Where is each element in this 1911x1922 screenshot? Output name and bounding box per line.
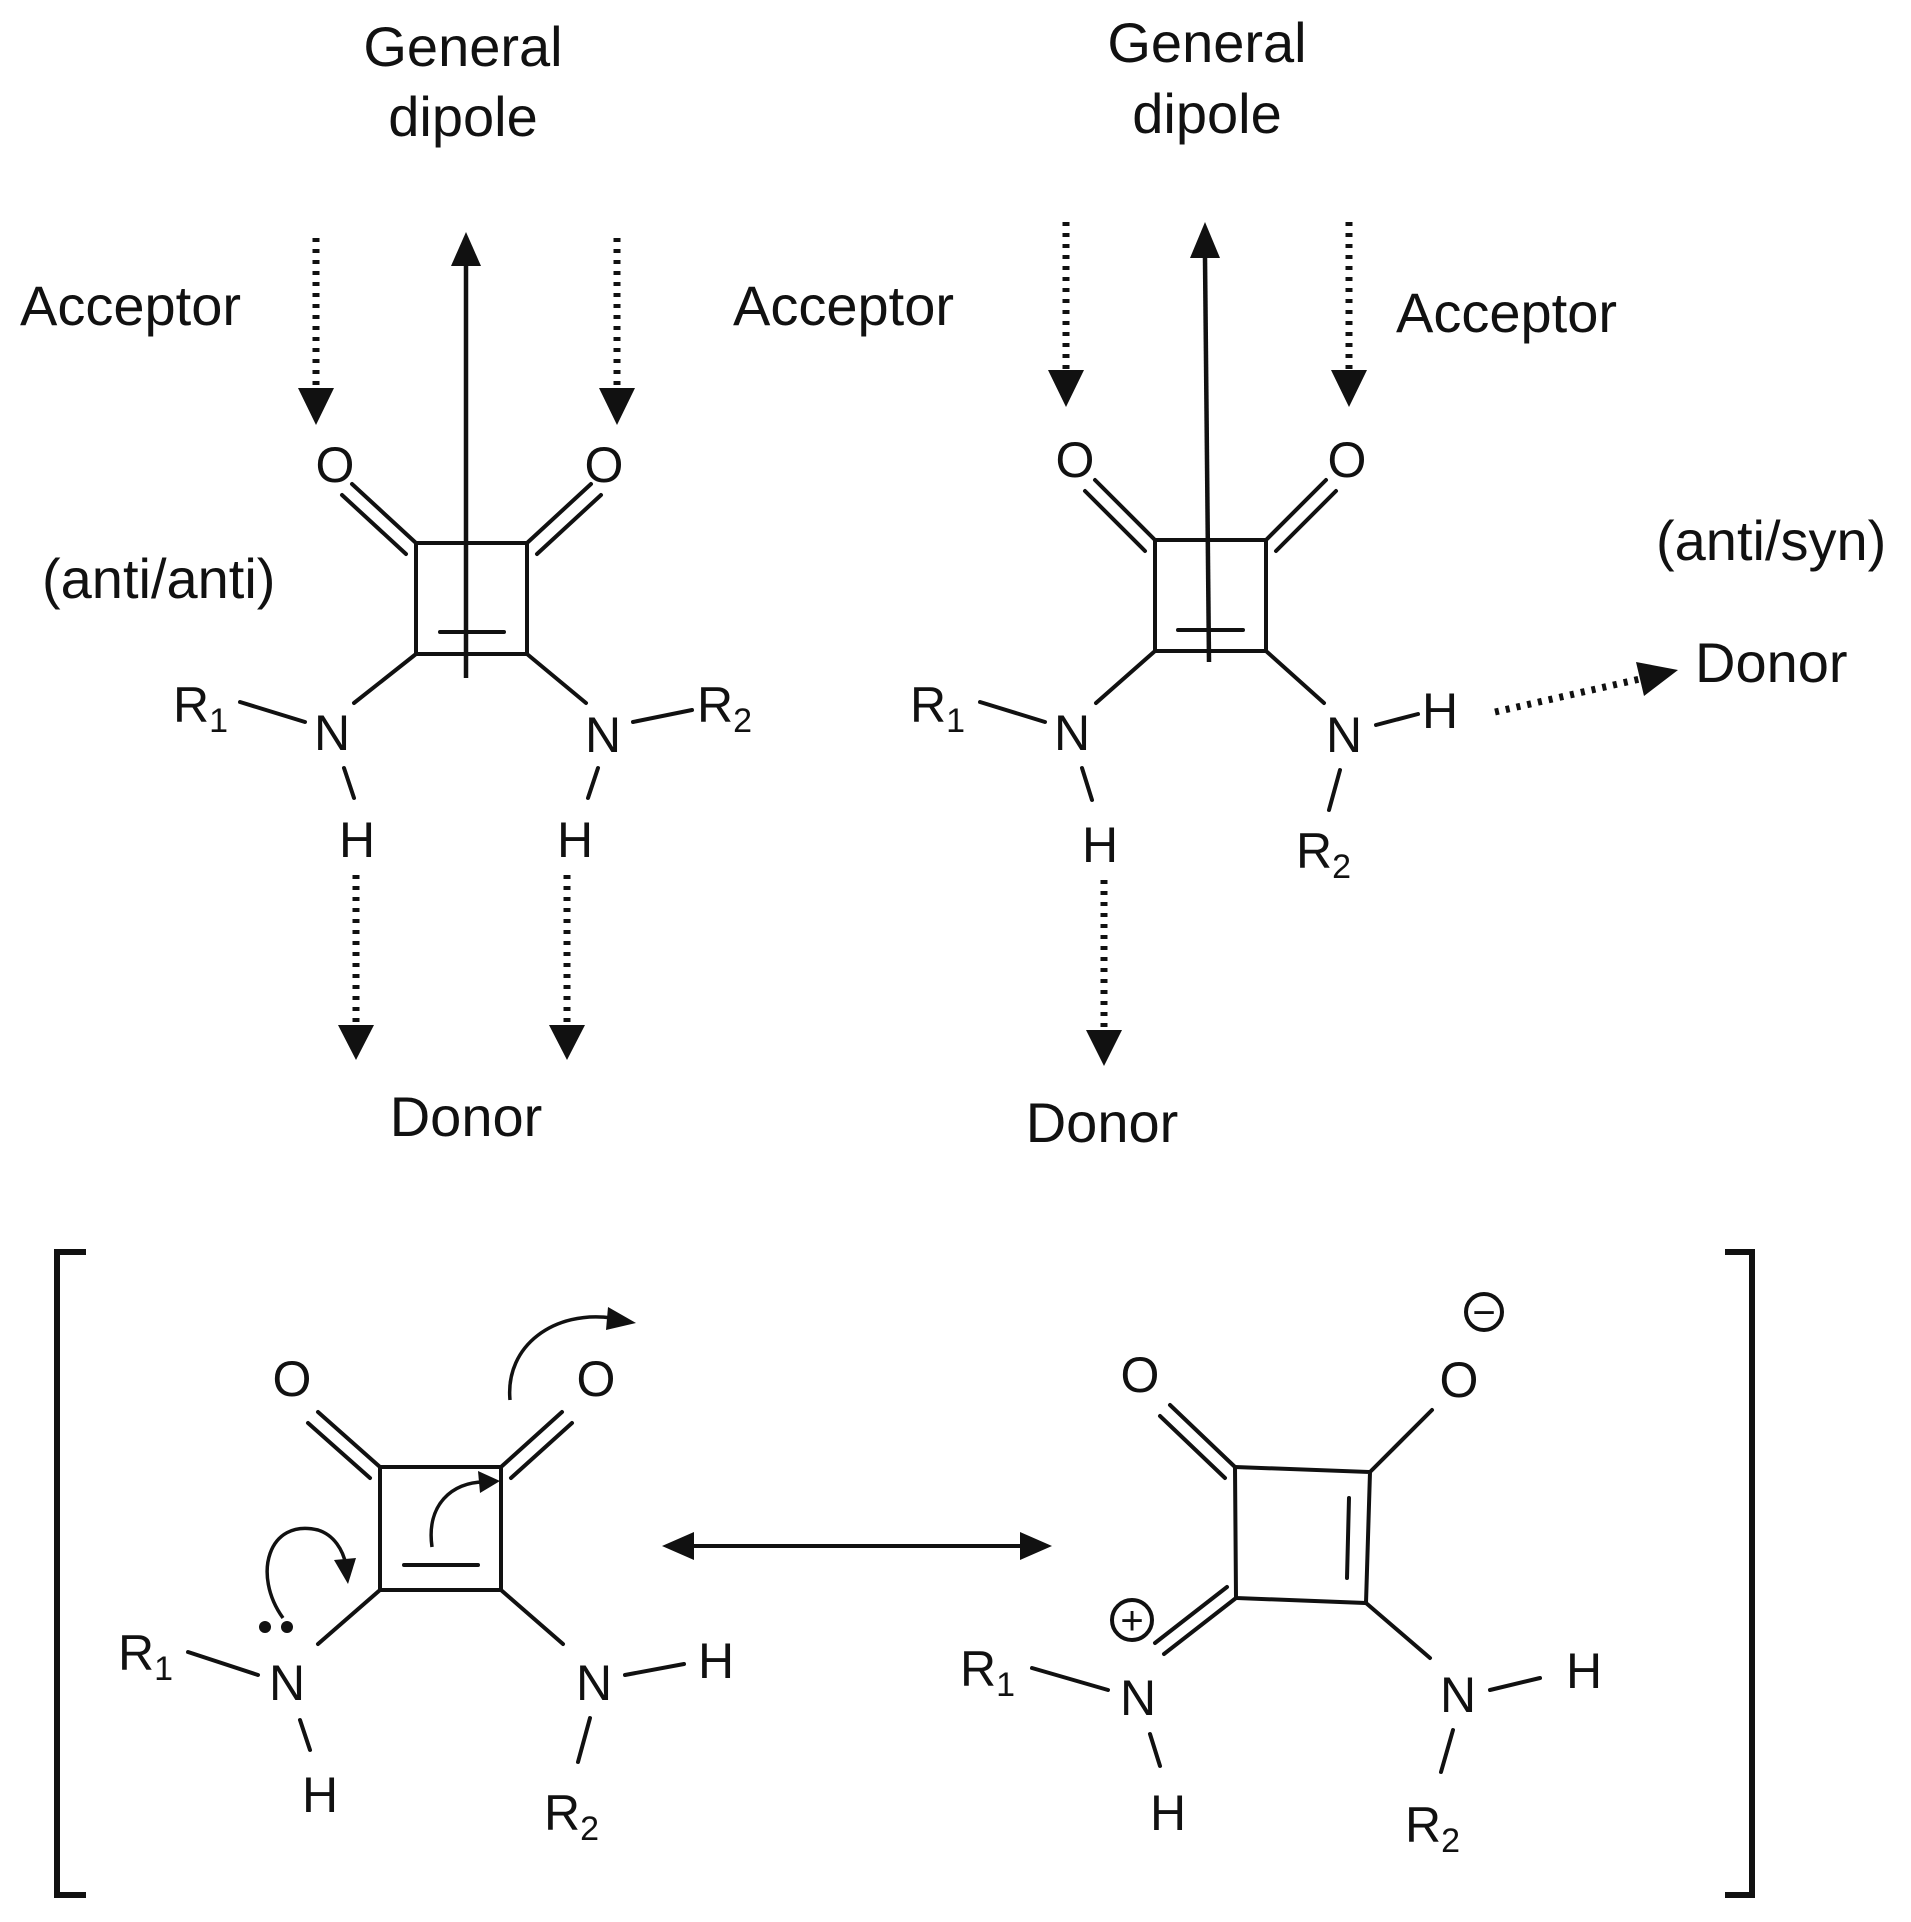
curly-arrow-carbonyl xyxy=(508,1315,613,1401)
oxygen-right-2: O xyxy=(1328,432,1367,488)
r1-res-right: R1 xyxy=(960,1641,1015,1704)
hydrogen-res-right-1: H xyxy=(1150,1785,1186,1841)
nitrogen-res-left-2: N xyxy=(576,1655,612,1711)
donor-label-right-side: Donor xyxy=(1695,631,1848,694)
bracket-left xyxy=(54,1249,86,1898)
anti-syn-structure: General dipole Acceptor Acceptor (anti/s… xyxy=(733,11,1886,1154)
nitrogen-left-2: N xyxy=(585,707,621,763)
hydrogen-res-right-2: H xyxy=(1566,1643,1602,1699)
hydrogen-res-left-1: H xyxy=(302,1767,338,1823)
r2-res-left: R2 xyxy=(544,1785,599,1848)
nitrogen-right-1: N xyxy=(1054,705,1090,761)
r2-right: R2 xyxy=(1296,823,1351,886)
nitrogen-right-2: N xyxy=(1326,707,1362,763)
oxygen-res-right-1: O xyxy=(1121,1347,1160,1403)
acceptor-label-right-1: Acceptor xyxy=(733,274,954,337)
r2-res-right: R2 xyxy=(1405,1797,1460,1860)
ring-right xyxy=(1153,538,1268,653)
dipole-arrowhead-left xyxy=(451,232,481,266)
oxygen-left-1: O xyxy=(316,437,355,493)
lone-pair-dot-2 xyxy=(281,1621,293,1633)
dipole-label-right-line1: General xyxy=(1107,11,1306,74)
dipole-label-left-line2: dipole xyxy=(388,85,537,148)
donor-label-right: Donor xyxy=(1026,1091,1179,1154)
hydrogen-right-1: H xyxy=(1082,817,1118,873)
hydrogen-left-2: H xyxy=(557,812,593,868)
curly-arrow-lone-pair xyxy=(265,1526,348,1620)
hydrogen-res-left-2: H xyxy=(698,1633,734,1689)
hydrogen-right-2: H xyxy=(1422,683,1458,739)
nitrogen-res-right-1: N xyxy=(1120,1670,1156,1726)
r2-left: R2 xyxy=(697,677,752,740)
oxygen-right-1: O xyxy=(1056,432,1095,488)
anti-syn-label: (anti/syn) xyxy=(1656,509,1886,572)
r1-res-left: R1 xyxy=(118,1625,173,1688)
anti-anti-label: (anti/anti) xyxy=(42,547,275,610)
resonance-structures: O O N N R1 H H R2 xyxy=(54,1249,1755,1898)
ring-left xyxy=(414,541,529,656)
nitrogen-left-1: N xyxy=(314,705,350,761)
oxygen-left-2: O xyxy=(585,437,624,493)
oxygen-res-left-2: O xyxy=(577,1351,616,1407)
dipole-arrow-right xyxy=(1202,257,1212,663)
minus-charge-circle xyxy=(1464,1292,1504,1332)
acceptor-label-right-2: Acceptor xyxy=(1396,281,1617,344)
resonance-right: O O − N + R1 H N H R2 xyxy=(960,1291,1602,1860)
nitrogen-res-left-1: N xyxy=(269,1655,305,1711)
minus-charge: − xyxy=(1472,1291,1495,1335)
dipole-arrowhead-right xyxy=(1190,222,1220,258)
nitrogen-res-right-2: N xyxy=(1440,1667,1476,1723)
anti-anti-structure: General dipole Acceptor (anti/anti) Dono… xyxy=(20,15,752,1148)
acceptor-label-left: Acceptor xyxy=(20,274,241,337)
ring-resonance-left xyxy=(378,1465,503,1592)
curly-arrow-ring xyxy=(429,1480,485,1548)
donor-label-left: Donor xyxy=(390,1085,543,1148)
plus-charge-circle xyxy=(1110,1598,1154,1642)
resonance-left: O O N N R1 H H R2 xyxy=(118,1307,734,1848)
donor-arrow-right-side xyxy=(1494,675,1641,716)
r1-left: R1 xyxy=(173,677,228,740)
lone-pair-dot-1 xyxy=(259,1621,271,1633)
bracket-right xyxy=(1725,1249,1755,1898)
oxygen-res-right-2: O xyxy=(1440,1352,1479,1408)
dipole-label-right-line2: dipole xyxy=(1132,82,1281,145)
r1-right: R1 xyxy=(910,677,965,740)
hydrogen-left-1: H xyxy=(339,812,375,868)
plus-charge: + xyxy=(1120,1599,1143,1643)
dipole-label-left-line1: General xyxy=(363,15,562,78)
oxygen-res-left-1: O xyxy=(273,1351,312,1407)
